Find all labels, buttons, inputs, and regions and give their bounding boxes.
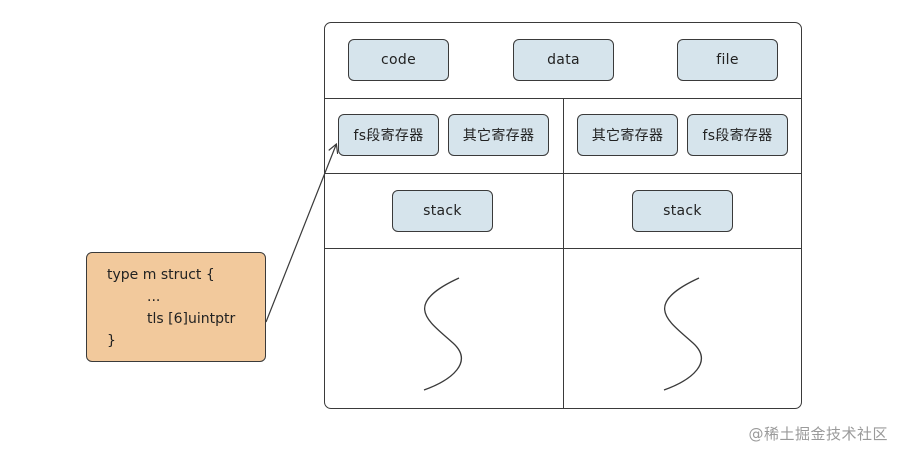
right-other-register-box: 其它寄存器 <box>577 114 678 156</box>
right-thread-squiggle <box>663 277 702 391</box>
code-box: code <box>348 39 449 81</box>
struct-line-4: } <box>107 333 116 349</box>
left-stack-box: stack <box>392 190 493 232</box>
right-stack-box: stack <box>632 190 733 232</box>
struct-line-2: ... <box>147 289 161 305</box>
data-box: data <box>513 39 614 81</box>
divider-threads <box>563 98 564 409</box>
m-struct-box: type m struct { ... tls [6]uintptr } <box>86 252 266 362</box>
left-fs-register-box: fs段寄存器 <box>338 114 439 156</box>
file-box: file <box>677 39 778 81</box>
struct-line-3: tls [6]uintptr <box>147 311 236 327</box>
watermark: @稀土掘金技术社区 <box>748 425 888 443</box>
struct-line-1: type m struct { <box>107 267 215 283</box>
left-other-register-box: 其它寄存器 <box>448 114 549 156</box>
left-thread-squiggle <box>423 277 462 391</box>
right-fs-register-box: fs段寄存器 <box>687 114 788 156</box>
tls-pointer-arrow <box>265 145 336 323</box>
